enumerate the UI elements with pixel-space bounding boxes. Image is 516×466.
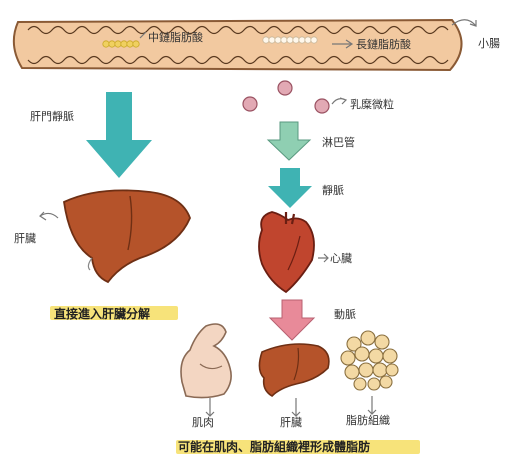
adipose-tissue-label: 脂肪組織 xyxy=(346,414,390,427)
muscle-label: 肌肉 xyxy=(192,416,214,429)
direct-to-liver-highlight xyxy=(50,306,178,320)
long-chain-pointer xyxy=(332,39,354,49)
liver-left-label: 肝臟 xyxy=(14,232,36,245)
hepatic-portal-vein-label: 肝門靜脈 xyxy=(30,110,74,123)
chylomicron-pointer xyxy=(331,97,348,105)
small-intestine-pointer xyxy=(451,19,477,27)
conclusion-highlight xyxy=(176,440,420,454)
direct-to-liver-caption: 直接進入肝臟分解 xyxy=(54,307,151,321)
long-chain-fatty-acid-label: 長鏈脂肪酸 xyxy=(356,38,411,51)
vein-arrow xyxy=(268,168,312,208)
adipose-tissue-illustration xyxy=(340,330,399,391)
lymphatic-vessel-label: 淋巴管 xyxy=(322,136,355,149)
lymphatic-arrow xyxy=(266,121,312,161)
medium-chain-fatty-acid-chain xyxy=(102,40,140,48)
chylomicron-label: 乳糜微粒 xyxy=(350,98,394,111)
long-chain-fatty-acid-chain xyxy=(262,36,318,44)
heart-illustration xyxy=(258,211,315,294)
conclusion-caption: 可能在肌肉、脂肪組織裡形成體脂肪 xyxy=(178,440,371,454)
muscle-pointer xyxy=(205,398,215,417)
liver-bottom-pointer xyxy=(291,398,301,417)
hepatic-portal-arrow xyxy=(86,92,152,178)
liver-left-pointer xyxy=(39,211,59,221)
small-intestine-label: 小腸 xyxy=(478,37,500,50)
adipose-pointer xyxy=(367,396,377,415)
liver-bottom-illustration xyxy=(258,343,330,398)
vein-label: 靜脈 xyxy=(322,184,344,197)
artery-label: 動脈 xyxy=(334,308,356,321)
artery-arrow xyxy=(268,299,316,341)
medium-chain-pointer xyxy=(139,31,147,39)
muscle-illustration xyxy=(180,323,232,399)
liver-bottom-label: 肝臟 xyxy=(280,416,302,429)
heart-pointer xyxy=(318,253,329,263)
liver-left-illustration xyxy=(63,189,191,284)
small-intestine-illustration xyxy=(12,18,463,72)
heart-label: 心臟 xyxy=(330,252,352,265)
chylomicron-particles xyxy=(242,80,330,114)
medium-chain-fatty-acid-label: 中鏈脂肪酸 xyxy=(148,31,203,44)
